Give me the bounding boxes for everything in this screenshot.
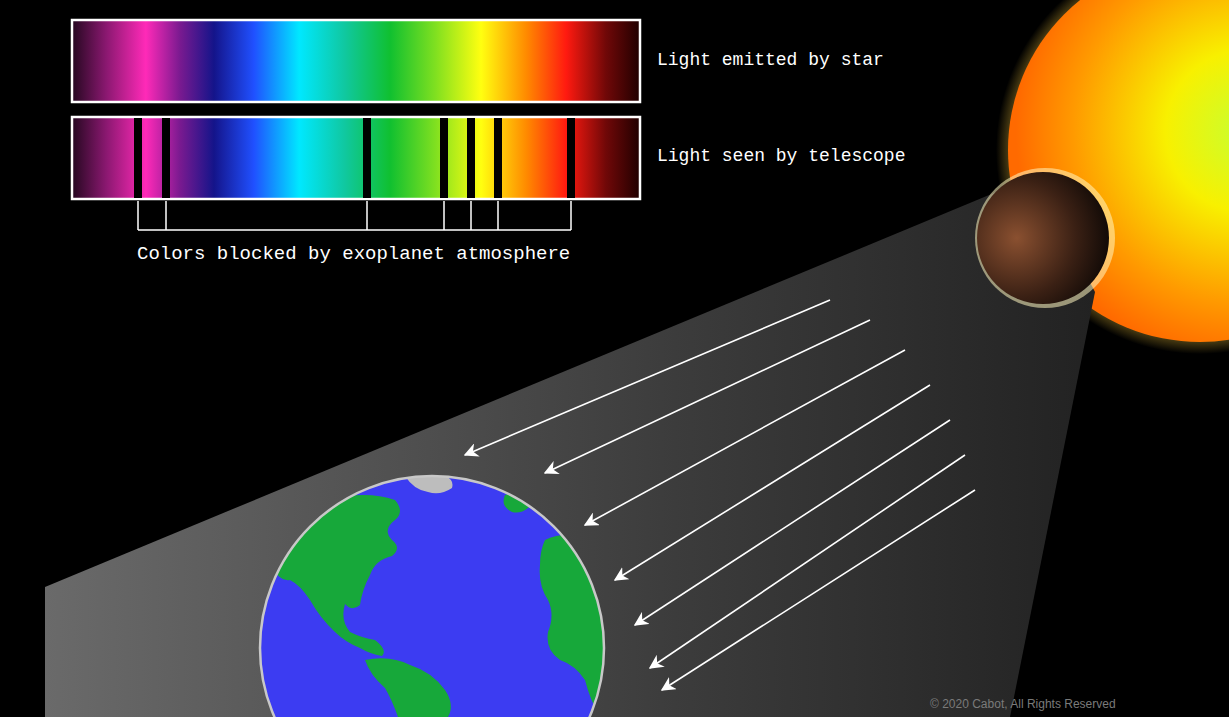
light-beam [45,176,1095,717]
earth [260,472,610,717]
absorption-line [567,118,575,198]
spectrum-label: Light seen by telescope [657,146,905,166]
exoplanet [977,172,1109,304]
absorption-line [440,118,448,198]
absorption-line [467,118,475,198]
light-ray [650,455,965,668]
absorption-line [134,118,142,198]
planet-halo [975,168,1115,308]
emitted-spectrum [72,20,640,102]
light-ray [635,420,950,625]
light-ray [662,490,975,690]
copyright-watermark: © 2020 Cabot, All Rights Reserved [930,697,1116,711]
bracket-label: Colors blocked by exoplanet atmosphere [137,243,570,265]
absorption-lines [134,118,575,198]
observed-spectrum [72,117,640,199]
light-ray [465,300,830,455]
absorption-line [162,118,170,198]
absorption-line [363,118,371,198]
absorption-line [494,118,502,198]
blocked-bracket [138,201,571,230]
light-ray [615,385,930,580]
spectrum-label: Light emitted by star [657,50,884,70]
